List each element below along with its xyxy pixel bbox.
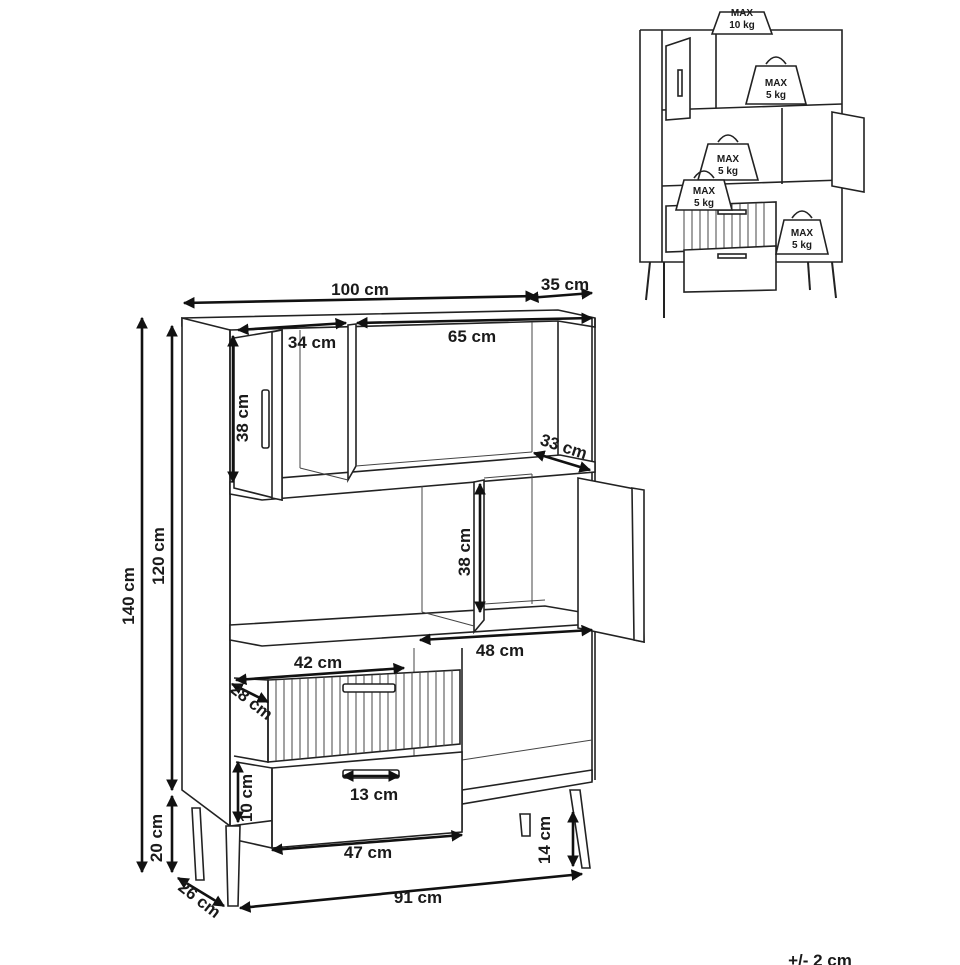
svg-text:5 kg: 5 kg (792, 240, 812, 251)
load-capacity-diagram: MAX 10 kg MAX 5 kg MAX 5 kg MAX 5 kg MAX… (639, 8, 865, 318)
drawer-fluted[interactable] (233, 669, 461, 763)
weight-shelf-2: MAX 5 kg (696, 134, 760, 181)
base-width-label: 91 cm (394, 888, 442, 907)
tolerance-label: +/- 2 cm (788, 951, 852, 965)
bottom-drawer-width-label: 47 cm (344, 843, 392, 862)
middle-height-label: 38 cm (455, 528, 474, 576)
height-body-label: 120 cm (149, 527, 168, 585)
weight-top: MAX 10 kg (710, 8, 774, 35)
divider-top (347, 323, 357, 484)
leg-height-label: 20 cm (147, 814, 166, 862)
svg-text:5 kg: 5 kg (694, 198, 714, 209)
svg-text:MAX: MAX (791, 228, 814, 239)
main-cabinet (181, 309, 645, 907)
svg-text:MAX: MAX (693, 186, 716, 197)
cabinet-left-side (181, 316, 231, 828)
dimension-arrows (136, 287, 594, 913)
lower-width-label: 48 cm (476, 641, 524, 660)
drawer-flutes (275, 670, 453, 761)
door-upper-handle[interactable] (261, 389, 270, 449)
base-depth-label: 26 cm (175, 877, 225, 922)
top-left-width-label: 34 cm (288, 333, 336, 352)
svg-text:10 kg: 10 kg (729, 20, 755, 31)
svg-text:MAX: MAX (731, 8, 754, 19)
bottom-drawer-height-label: 10 cm (237, 774, 256, 822)
shelf-middle (229, 605, 593, 647)
cabinet-legs (191, 789, 591, 907)
drawer-width-label: 42 cm (294, 653, 342, 672)
svg-text:5 kg: 5 kg (718, 166, 738, 177)
leg-clearance-label: 14 cm (535, 816, 554, 864)
weight-shelf-1: MAX 5 kg (744, 56, 808, 105)
handle-width-label: 13 cm (350, 785, 398, 804)
height-total-label: 140 cm (119, 567, 138, 625)
top-left-height-label: 38 cm (233, 394, 252, 442)
weight-drawer: MAX 5 kg (674, 170, 734, 211)
svg-text:MAX: MAX (765, 78, 788, 89)
depth-label: 35 cm (541, 275, 589, 294)
width-label: 100 cm (331, 280, 389, 299)
svg-text:MAX: MAX (717, 154, 740, 165)
svg-text:5 kg: 5 kg (766, 90, 786, 101)
weight-bottom: MAX 5 kg (774, 210, 830, 255)
top-right-width-label: 65 cm (448, 327, 496, 346)
drawer-fluted-handle[interactable] (342, 683, 396, 693)
